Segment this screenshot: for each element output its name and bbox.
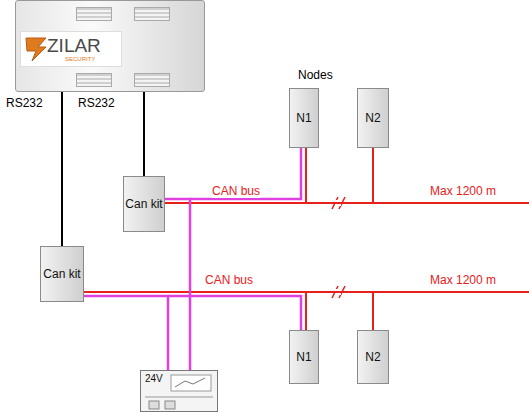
edge-label: CAN bus [212,184,260,198]
can-bus [84,292,306,330]
edge-label: RS232 [6,96,43,110]
logo-panel: ZILARSECURITY [20,31,122,67]
node-box: N2 [357,88,389,148]
vent-grille [76,7,112,21]
rs232-cable [143,92,145,176]
logo-tagline: SECURITY [65,56,95,63]
logo-emblem [24,35,48,63]
can-bus [165,148,306,203]
power-wire [168,296,301,330]
can-bus [306,148,373,203]
box-label: N1 [296,111,311,125]
node-box: N1 [289,88,319,148]
bus-line [374,202,529,204]
power-wire [84,296,168,370]
box-label: N2 [365,111,380,125]
can-bus [306,292,373,330]
control-cabinet: ZILARSECURITY [15,0,205,92]
box-label: Can kit [125,197,162,211]
edge-label: CAN bus [205,273,253,287]
box-label: Can kit [43,267,80,281]
can-kit: Can kit [40,246,84,302]
power-wire [190,148,301,199]
length-label: Max 1200 m [430,273,496,287]
vent-grille [134,73,170,87]
voltage-label: 24V [145,373,163,384]
length-label: Max 1200 m [430,184,496,198]
vent-grille [76,73,112,87]
box-label: N1 [296,350,311,364]
bus-line [374,291,529,293]
can-kit: Can kit [123,176,165,232]
node-box: N2 [357,330,389,384]
edge-label: RS232 [78,96,115,110]
box-label: N2 [365,350,380,364]
break-mark [332,197,345,298]
group-label: Nodes [298,68,333,82]
rs232-cable [61,92,63,246]
power-supply: 24V [140,370,218,412]
node-box: N1 [289,330,319,384]
logo-text: ZILAR [47,36,101,56]
vent-grille [134,7,170,21]
